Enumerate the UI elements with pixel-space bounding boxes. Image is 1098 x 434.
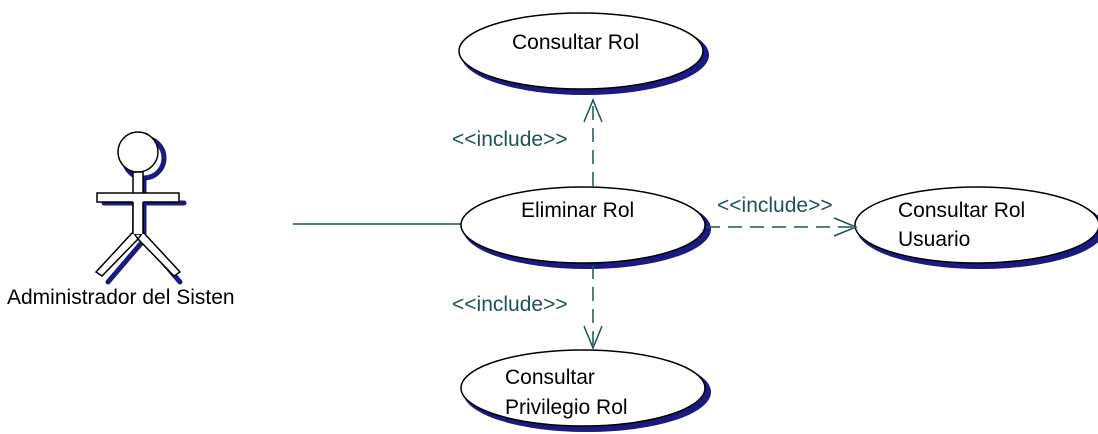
- include-relation-right: <<include>>: [706, 194, 858, 237]
- include-relation-bottom: <<include>>: [452, 265, 603, 350]
- use-case-label-line-2: Privilegio Rol: [505, 396, 628, 419]
- include-arrowhead: [583, 325, 603, 350]
- use-case-consultar-rol[interactable]: Consultar Rol: [458, 12, 709, 95]
- use-case-consultar-rol-usuario[interactable]: Consultar Rol Usuario: [854, 186, 1098, 269]
- use-case-ellipse: [460, 186, 706, 264]
- use-case-ellipse: [460, 349, 706, 427]
- include-relation-top: <<include>>: [452, 98, 603, 186]
- use-case-ellipse: [854, 186, 1098, 264]
- actor-name: Administrador del Sisten: [7, 286, 235, 309]
- include-arrowhead: [583, 98, 603, 123]
- use-case-label-line-1: Consultar Rol: [898, 199, 1025, 222]
- use-case-label: Eliminar Rol: [521, 199, 634, 222]
- actor-figure[interactable]: Administrador del Sisten: [7, 131, 235, 309]
- use-case-label-line-2: Usuario: [898, 228, 970, 251]
- include-label: <<include>>: [717, 194, 833, 217]
- use-case-label: Consultar Rol: [512, 31, 639, 54]
- include-label: <<include>>: [452, 128, 568, 151]
- use-case-label-line-1: Consultar: [505, 366, 595, 389]
- use-case-eliminar-rol[interactable]: Eliminar Rol: [460, 186, 711, 269]
- actor-body: [94, 131, 182, 277]
- include-arrowhead: [833, 217, 858, 237]
- include-label: <<include>>: [452, 293, 568, 316]
- use-case-ellipse: [458, 12, 704, 90]
- use-case-consultar-privilegio-rol[interactable]: Consultar Privilegio Rol: [460, 349, 711, 432]
